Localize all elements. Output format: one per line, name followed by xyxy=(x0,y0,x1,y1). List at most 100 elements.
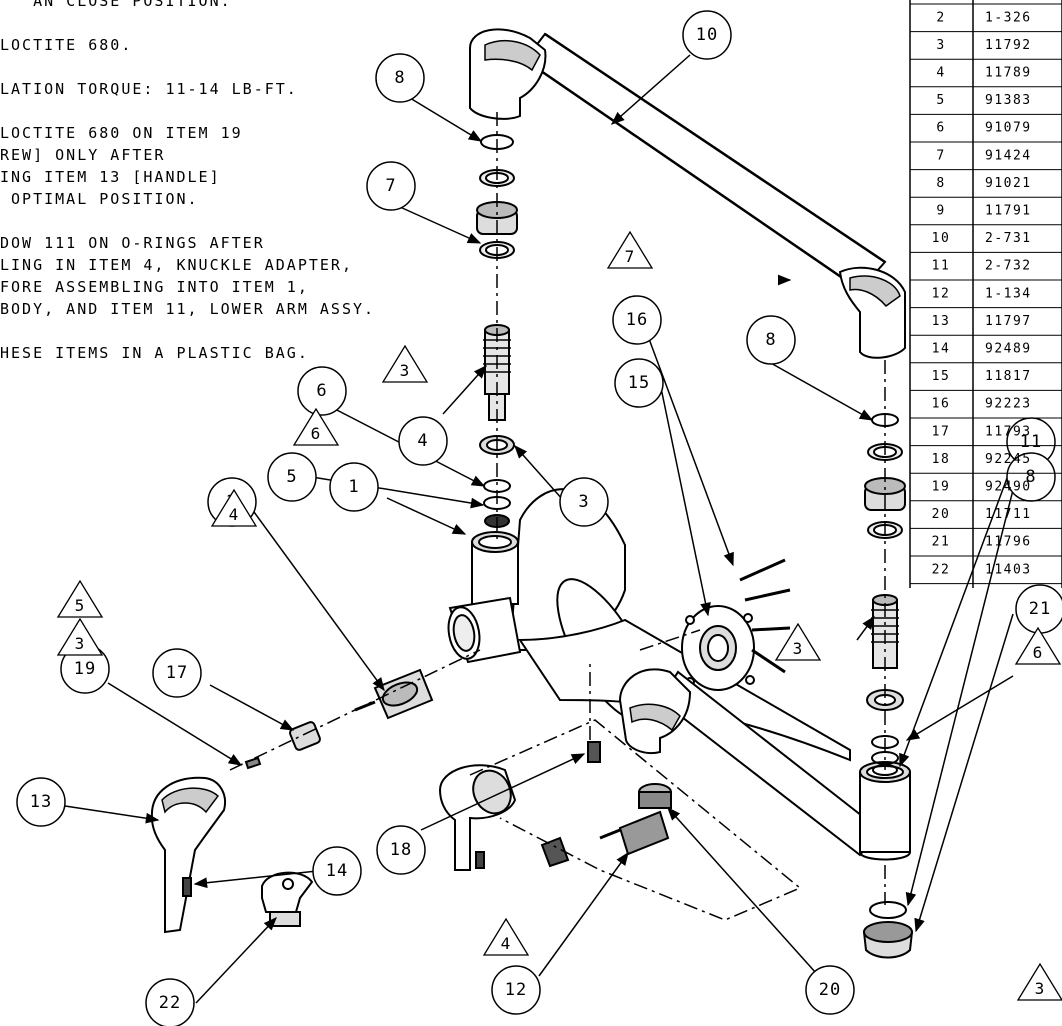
parts-table-row: 16 92223 xyxy=(932,397,1032,412)
item-balloon-10: 10 xyxy=(682,10,732,60)
parts-table-row: 15 11817 xyxy=(932,369,1032,384)
item-number-cell: 15 xyxy=(932,369,951,384)
note-flag-6: 6 xyxy=(292,407,340,446)
note-line: AN CLOSE POSITION. xyxy=(0,0,232,10)
right-stack-parts xyxy=(862,413,914,959)
item-number-cell: 4 xyxy=(936,66,945,81)
part-number-cell: 92223 xyxy=(985,397,1032,412)
item-balloon-3: 3 xyxy=(559,477,609,527)
balloon-number: 10 xyxy=(696,25,718,45)
part-number-cell: 1-134 xyxy=(985,286,1032,301)
part-number-cell: 92245 xyxy=(985,452,1032,467)
balloon-number: 18 xyxy=(390,840,412,860)
note-line: HESE ITEMS IN A PLASTIC BAG. xyxy=(0,344,309,362)
balloon-number: 3 xyxy=(578,492,589,512)
upper-arm-part xyxy=(469,28,906,359)
balloon-number: 21 xyxy=(1029,599,1051,619)
part-number-cell: 11797 xyxy=(985,314,1032,329)
item-balloon-18: 18 xyxy=(376,825,426,875)
parts-table-row: 13 11797 xyxy=(932,314,1032,329)
parts-table-row: 17 11793 xyxy=(932,424,1032,439)
balloon-number: 14 xyxy=(326,861,348,881)
item-number-cell: 3 xyxy=(936,38,945,53)
parts-table-row: 12 1-134 xyxy=(932,286,1032,301)
flag-number: 6 xyxy=(1033,643,1044,662)
part-number-cell: 1-326 xyxy=(985,10,1032,25)
balloon-number: 17 xyxy=(166,663,188,683)
parts-table-row: 9 11791 xyxy=(936,204,1032,219)
flag-number: 6 xyxy=(311,424,322,443)
part-number-cell: 2-732 xyxy=(985,259,1032,274)
assembly-centerlines xyxy=(229,112,886,921)
item-balloons: 108743651217191314221516182012811821 xyxy=(16,10,1062,1026)
lower-arm-part xyxy=(618,668,911,861)
item-number-cell: 2 xyxy=(936,10,945,25)
item-balloon-22: 22 xyxy=(145,978,195,1026)
parts-table-row: 10 2-731 xyxy=(932,231,1032,246)
item-number-cell: 16 xyxy=(932,397,951,412)
balloon-number: 13 xyxy=(30,792,52,812)
part-number-cell: 11792 xyxy=(985,38,1032,53)
note-flag-5: 5 xyxy=(56,579,104,618)
part-number-cell: 11793 xyxy=(985,424,1032,439)
item-balloon-4: 4 xyxy=(398,416,448,466)
balloon-number: 12 xyxy=(505,980,527,1000)
item-number-cell: 9 xyxy=(936,204,945,219)
item-balloon-11: 11 xyxy=(1006,417,1056,467)
note-flag-3: 3 xyxy=(56,617,104,656)
part-number-cell: 11403 xyxy=(985,562,1032,577)
balloon-number: 5 xyxy=(286,467,297,487)
item-balloon-5: 5 xyxy=(267,452,317,502)
item-number-cell: 12 xyxy=(932,286,951,301)
balloon-number: 7 xyxy=(385,176,396,196)
note-line: BODY, AND ITEM 11, LOWER ARM ASSY. xyxy=(0,300,376,318)
part-number-cell: 11791 xyxy=(985,204,1032,219)
note-line: ING ITEM 13 [HANDLE] xyxy=(0,168,221,186)
part-number-cell: 91424 xyxy=(985,148,1032,163)
part-number-cell: 91383 xyxy=(985,93,1032,108)
item-balloon-15: 15 xyxy=(614,358,664,408)
flag-number: 3 xyxy=(400,361,411,380)
note-flag-3: 3 xyxy=(1016,962,1062,1001)
item-balloon-20: 20 xyxy=(805,965,855,1015)
part-number-cell: 92490 xyxy=(985,480,1032,495)
balloon-number: 16 xyxy=(626,310,648,330)
part-number-cell: 2-731 xyxy=(985,231,1032,246)
part-number-cell: 11817 xyxy=(985,369,1032,384)
flag-number: 7 xyxy=(625,247,636,266)
note-flag-3: 3 xyxy=(381,344,429,383)
parts-table-row: 3 11792 xyxy=(936,38,1032,53)
note-line: DOW 111 ON O-RINGS AFTER xyxy=(0,234,265,252)
parts-table-row: 18 92245 xyxy=(932,452,1032,467)
item-number-cell: 20 xyxy=(932,507,951,522)
balloon-number: 20 xyxy=(819,980,841,1000)
flag-number: 4 xyxy=(229,505,240,524)
balloon-number: 19 xyxy=(74,659,96,679)
flag-number: 5 xyxy=(75,596,86,615)
balloon-number: 8 xyxy=(394,68,405,88)
balloon-number: 22 xyxy=(159,993,181,1013)
part-number-cell: 11796 xyxy=(985,535,1032,550)
part-number-cell: 11711 xyxy=(985,507,1032,522)
item-number-cell: 8 xyxy=(936,176,945,191)
item-number-cell: 13 xyxy=(932,314,951,329)
item-number-cell: 18 xyxy=(932,452,951,467)
item-balloon-7: 7 xyxy=(366,161,416,211)
flag-number: 3 xyxy=(75,634,86,653)
item-balloon-1: 1 xyxy=(329,462,379,512)
item-number-cell: 14 xyxy=(932,342,951,357)
note-line: FORE ASSEMBLING INTO ITEM 1, xyxy=(0,278,309,296)
item-number-cell: 17 xyxy=(932,424,951,439)
balloon-number: 8 xyxy=(765,330,776,350)
item-number-cell: 10 xyxy=(932,231,951,246)
item-number-cell: 6 xyxy=(936,121,945,136)
balloon-number: 8 xyxy=(1025,467,1036,487)
